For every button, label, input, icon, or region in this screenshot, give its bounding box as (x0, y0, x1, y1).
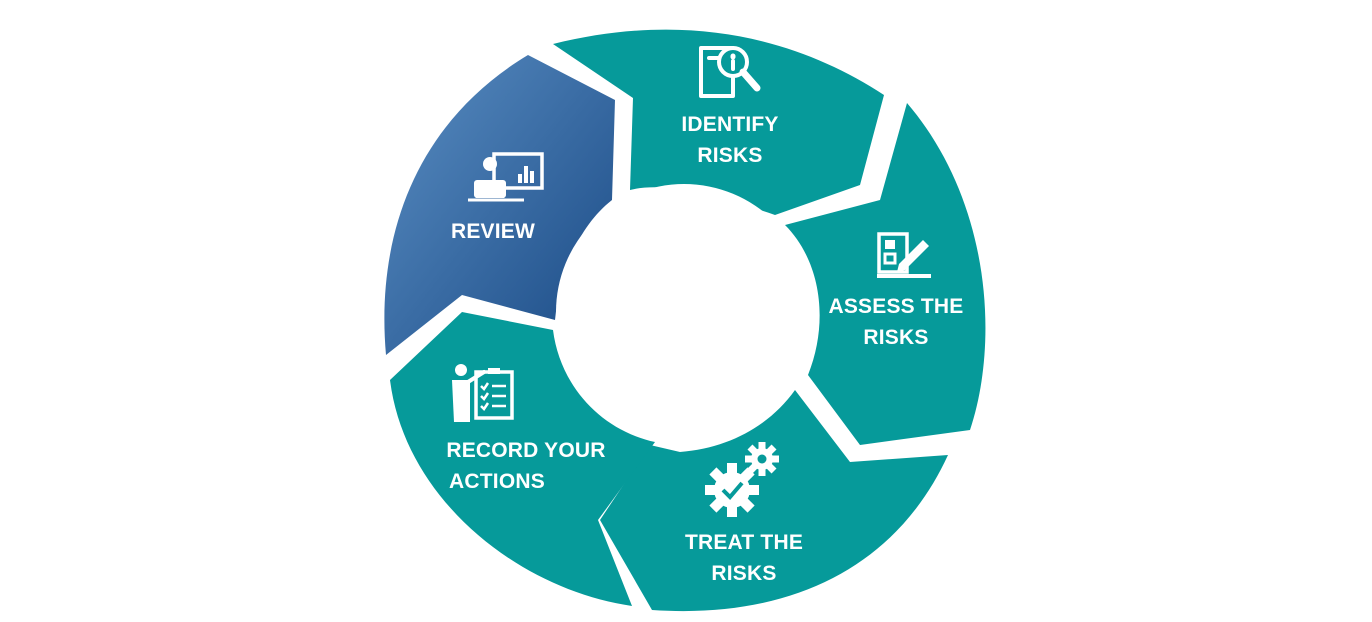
segment-assess-risks[interactable]: ASSESS THE RISKS (785, 103, 986, 445)
record-label-line2: ACTIONS (449, 470, 545, 493)
assess-label-line2: RISKS (863, 326, 928, 349)
checklist-pen-icon (877, 232, 931, 278)
segment-identify-shape (553, 29, 884, 215)
identify-label-line2: RISKS (697, 144, 762, 167)
segment-treat-shape (600, 390, 948, 612)
segment-review[interactable]: REVIEW (384, 55, 615, 355)
person-computer-chart-icon (468, 152, 544, 202)
identify-label-line1: IDENTIFY (681, 113, 778, 136)
segment-treat-risks[interactable]: TREAT THE RISKS (600, 390, 948, 612)
treat-label-line1: TREAT THE (685, 531, 803, 554)
treat-label-line2: RISKS (711, 562, 776, 585)
segment-record-actions[interactable]: RECORD YOUR ACTIONS (390, 312, 655, 606)
segment-review-shape (384, 55, 615, 355)
record-label-line1: RECORD YOUR (446, 439, 605, 462)
segment-identify-risks[interactable]: IDENTIFY RISKS (553, 29, 884, 215)
center-circle (556, 184, 812, 440)
assess-label-line1: ASSESS THE (828, 295, 963, 318)
review-label: REVIEW (451, 220, 535, 243)
presenter-checklist-icon (452, 364, 514, 422)
document-magnifier-icon (699, 46, 761, 98)
